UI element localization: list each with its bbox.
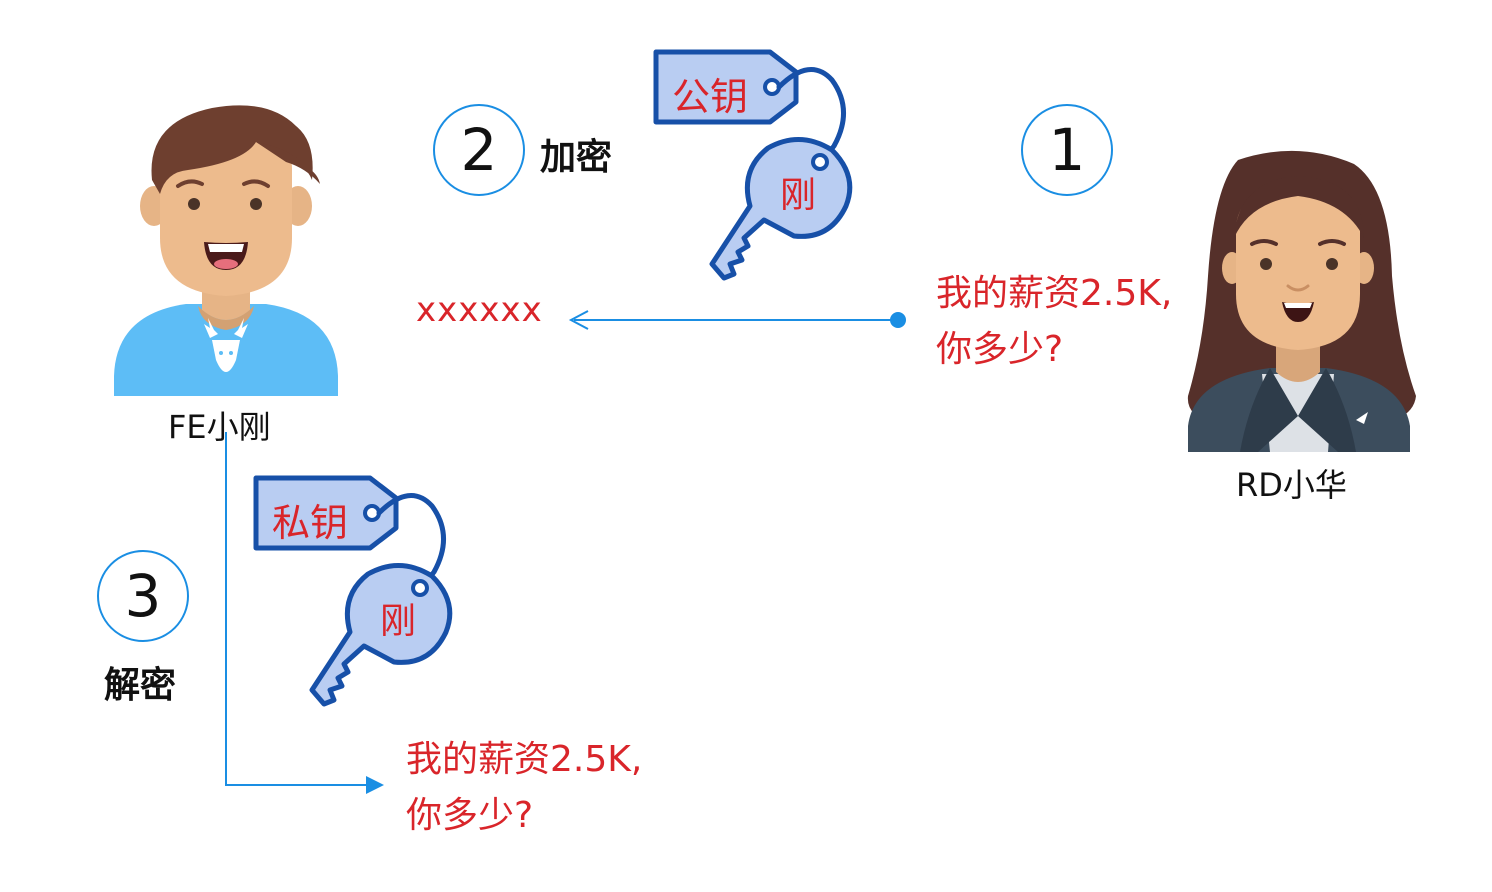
original-message-line-2: 你多少? (936, 329, 1064, 370)
fe-name-label: FE小刚 (168, 408, 271, 446)
rd-name-label: RD小华 (1236, 466, 1347, 504)
public-key-tag-label: 公钥 (672, 75, 749, 119)
step-3-label: 解密 (104, 665, 177, 706)
public-key-graphic (653, 49, 853, 281)
arrow-head-left-icon (568, 310, 589, 330)
ciphertext-label: xxxxxx (416, 290, 543, 330)
step-3-circle: 3 (97, 550, 189, 642)
step-2-label: 加密 (540, 137, 613, 178)
private-key-owner-label: 刚 (380, 601, 417, 642)
private-key-graphic (253, 475, 453, 707)
arrow-start-dot (890, 312, 906, 328)
public-key-owner-label: 刚 (780, 175, 817, 216)
step-1-number: 1 (1048, 116, 1086, 184)
decryption-arrow (225, 432, 384, 794)
private-key-tag-label: 私钥 (272, 501, 349, 545)
original-message-line-1: 我的薪资2.5K, (936, 273, 1173, 314)
deer-logo-icon (204, 318, 248, 372)
step-2-circle: 2 (433, 104, 525, 196)
step-3-number: 3 (124, 562, 162, 630)
step-1-circle: 1 (1021, 104, 1113, 196)
arrow-head-right-icon (366, 776, 384, 794)
rd-avatar (1187, 150, 1416, 452)
decrypted-message-line-2: 你多少? (406, 795, 534, 836)
fe-avatar (114, 105, 338, 396)
original-message: 我的薪资2.5K, 你多少? (936, 266, 1172, 378)
decrypted-message: 我的薪资2.5K, 你多少? (406, 732, 642, 844)
decrypted-message-line-1: 我的薪资2.5K, (406, 739, 643, 780)
step-2-number: 2 (460, 116, 498, 184)
encrypted-message-arrow (568, 310, 906, 330)
